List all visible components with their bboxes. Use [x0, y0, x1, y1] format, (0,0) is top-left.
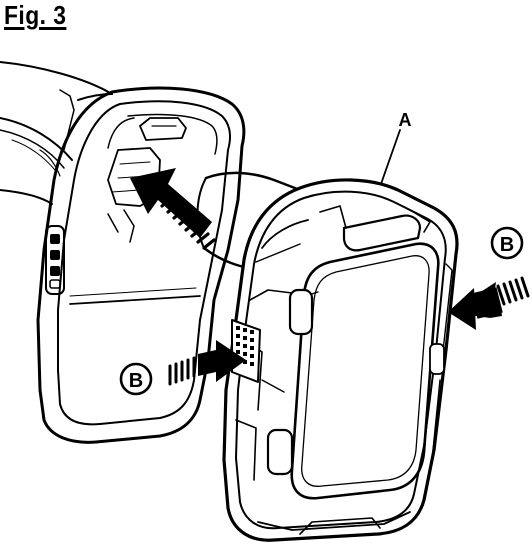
callout-b-left-label: B: [129, 370, 143, 392]
arrow-b-right: [448, 276, 530, 330]
tool-handle: [0, 61, 113, 205]
figure-title: Fig. 3: [4, 0, 67, 30]
callout-b-left: B: [119, 362, 153, 396]
callout-a-label: A: [399, 110, 412, 130]
callout-b-right: B: [490, 226, 524, 260]
leader-line-a: [380, 129, 401, 185]
insertion-arrow: [130, 168, 216, 250]
latch-texture: [236, 326, 254, 366]
arrow-b-left: [168, 340, 246, 386]
battery-pack-a: [222, 178, 459, 542]
callout-b-right-label: B: [500, 234, 514, 256]
battery-receptacle: [36, 86, 246, 444]
